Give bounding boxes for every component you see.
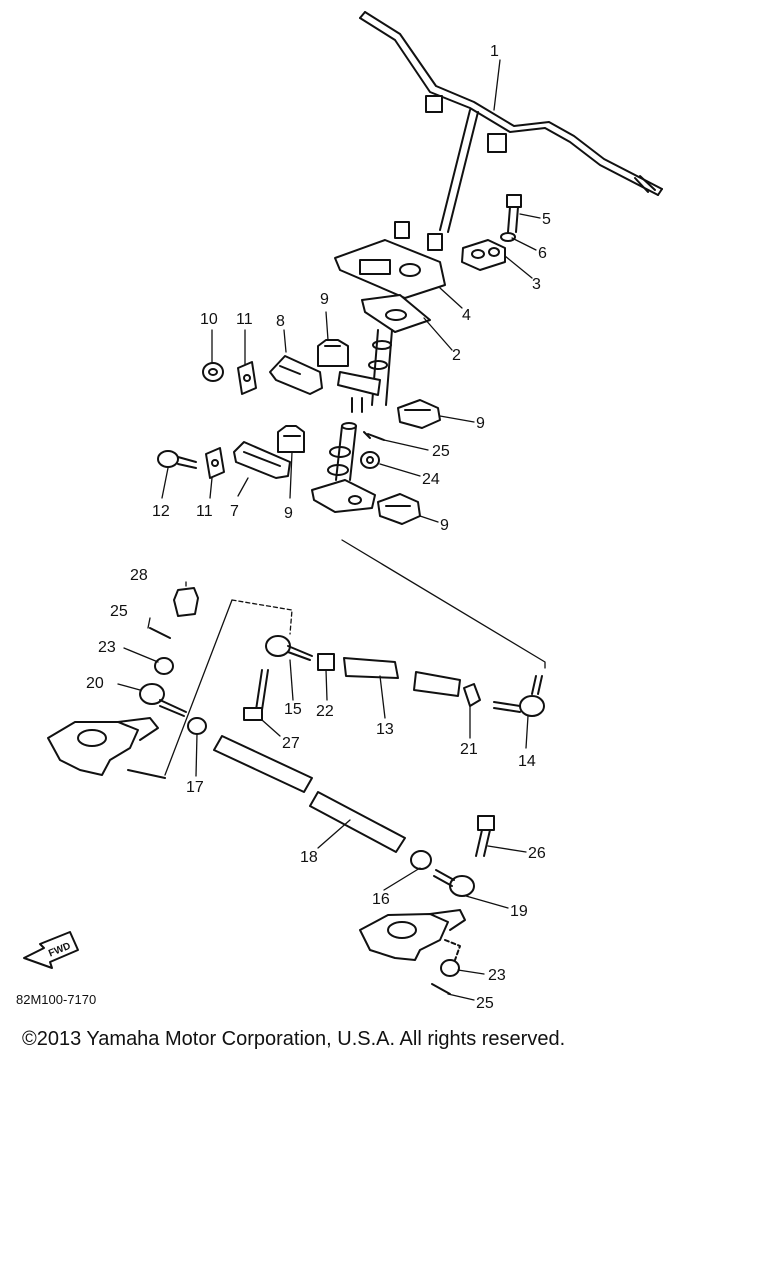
callout-5: 5 <box>542 211 551 228</box>
front-arrow-icon <box>23 931 79 969</box>
callout-6: 6 <box>538 245 547 262</box>
drawing-code: 82M100-7170 <box>16 992 96 1007</box>
nut-17 <box>187 717 207 735</box>
callout-15: 15 <box>284 701 302 718</box>
callout-25: 25 <box>476 995 494 1010</box>
nut-23-right <box>440 959 460 977</box>
tie-rod-end-14 <box>493 675 545 717</box>
callout-22: 22 <box>316 703 334 720</box>
copyright-text: ©2013 Yamaha Motor Corporation, U.S.A. A… <box>22 1028 566 1050</box>
bushing-9a <box>317 339 349 367</box>
callout-11: 11 <box>196 503 213 520</box>
steering-column <box>337 294 431 413</box>
bolt-26 <box>475 815 495 857</box>
steering-shaft-lower <box>311 422 376 513</box>
nut-24 <box>360 451 380 469</box>
callout-28: 28 <box>130 567 148 584</box>
callout-3: 3 <box>532 276 541 293</box>
callout-18: 18 <box>300 849 318 866</box>
cap-28 <box>173 587 199 617</box>
callout-11: 11 <box>236 311 253 328</box>
nut-21 <box>463 683 481 707</box>
bolt-5 <box>506 194 522 233</box>
tie-rod-end-15 <box>265 635 313 661</box>
callout-12: 12 <box>152 503 170 520</box>
callout-2: 2 <box>452 347 461 364</box>
knuckle-left <box>47 717 166 779</box>
callout-27: 27 <box>282 735 300 752</box>
callout-26: 26 <box>528 845 546 862</box>
handlebar-holder-upper <box>461 239 506 271</box>
tie-rod-13 <box>343 657 461 697</box>
callout-24: 24 <box>422 471 440 488</box>
washer-6 <box>500 232 516 242</box>
parts-diagram: 1 2 3 4 5 6 7 8 9 9 9 9 10 11 11 12 13 1… <box>16 11 663 1010</box>
callout-23: 23 <box>98 639 116 656</box>
callout-7: 7 <box>230 503 239 520</box>
plate-11a <box>237 361 257 395</box>
tie-rod-end-19 <box>433 869 475 897</box>
callout-9: 9 <box>284 505 293 522</box>
knuckle-right <box>359 909 466 961</box>
bolt-25-upper <box>363 431 385 441</box>
callout-14: 14 <box>518 753 536 770</box>
clamp-8 <box>269 355 323 395</box>
callout-13: 13 <box>376 721 394 738</box>
callout-20: 20 <box>86 675 104 692</box>
callout-17: 17 <box>186 779 204 796</box>
plate-11b <box>205 447 225 479</box>
callout-21: 21 <box>460 741 478 758</box>
callout-23: 23 <box>488 967 506 984</box>
callout-25: 25 <box>432 443 450 460</box>
nut-16 <box>410 850 432 870</box>
tie-rod-end-20 <box>139 683 187 717</box>
callout-4: 4 <box>462 307 471 324</box>
nut-22 <box>317 653 335 671</box>
callout-8: 8 <box>276 313 285 330</box>
callout-25: 25 <box>110 603 128 620</box>
bushing-9b <box>397 399 441 429</box>
clamp-7 <box>233 441 291 479</box>
callout-10: 10 <box>200 311 218 328</box>
callout-16: 16 <box>372 891 390 908</box>
bushing-9c <box>277 425 305 453</box>
bushing-9d <box>377 493 421 525</box>
bolt-12 <box>157 450 197 469</box>
handlebar <box>359 11 663 233</box>
callout-9: 9 <box>320 291 329 308</box>
bolt-25-right <box>431 983 451 995</box>
callout-9: 9 <box>476 415 485 432</box>
bolt-27 <box>243 669 269 721</box>
tie-rod-18 <box>213 735 406 853</box>
nut-23-left <box>154 657 174 675</box>
nut-10 <box>202 362 224 382</box>
upper-bracket <box>334 221 446 299</box>
bolt-25-left <box>149 627 171 639</box>
callout-19: 19 <box>510 903 528 920</box>
callout-1: 1 <box>490 43 499 60</box>
callout-9: 9 <box>440 517 449 534</box>
